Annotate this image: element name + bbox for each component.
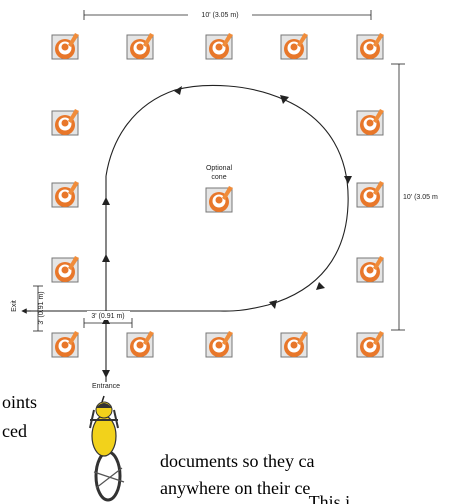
- body-text-left-line-2: ced: [2, 421, 27, 441]
- right-dimension: 10' (3.05 m: [391, 63, 451, 331]
- traffic-cone-icon: [205, 32, 234, 60]
- body-text-right-line-1: documents so they ca: [160, 451, 314, 471]
- body-text-right-line-2: anywhere on their ce: [160, 478, 310, 498]
- exit-gap-label: 3' (0.91 m): [38, 291, 45, 324]
- exit-gap-dimension: 3' (0.91 m): [33, 285, 45, 332]
- traffic-cone-icon: [356, 32, 385, 60]
- top-dimension-label: 10' (3.05 m): [201, 12, 238, 19]
- traffic-cone-icon: [51, 108, 80, 136]
- body-text-right-line-3: . This i: [300, 492, 350, 504]
- body-text-left-line-1: oints: [2, 392, 37, 412]
- traffic-cone-icon: [205, 330, 234, 358]
- entrance: Entrance: [92, 366, 120, 390]
- exit-label: Exit: [11, 300, 18, 312]
- traffic-cone-icon: [51, 180, 80, 208]
- top-dimension: 10' (3.05 m): [83, 9, 372, 20]
- entry-gap-dimension: 3' (0.91 m): [83, 311, 133, 328]
- traffic-cone-icon: [126, 32, 155, 60]
- traffic-cone-icon: [356, 330, 385, 358]
- traffic-cone-icon: [356, 108, 385, 136]
- traffic-cone-icon: [356, 180, 385, 208]
- entry-gap-label: 3' (0.91 m): [91, 313, 124, 320]
- right-dimension-label: 10' (3.05 m: [403, 194, 438, 201]
- riding-path: [21, 84, 349, 382]
- traffic-cone-icon: [280, 32, 309, 60]
- svg-text:cone: cone: [211, 174, 226, 181]
- traffic-cone-icon: [126, 330, 155, 358]
- optional-cone-label: Optional cone: [206, 165, 233, 181]
- traffic-cone-icon: [280, 330, 309, 358]
- entrance-label: Entrance: [92, 383, 120, 390]
- svg-text:Optional: Optional: [206, 165, 233, 172]
- traffic-cone-icon: [51, 32, 80, 60]
- traffic-cone-icon: [51, 330, 80, 358]
- cone-grid: [51, 32, 385, 358]
- traffic-cone-icon: [51, 255, 80, 283]
- optional-traffic-cone-icon: [205, 185, 234, 213]
- traffic-cone-icon: [356, 255, 385, 283]
- cyclist-icon: [89, 395, 125, 502]
